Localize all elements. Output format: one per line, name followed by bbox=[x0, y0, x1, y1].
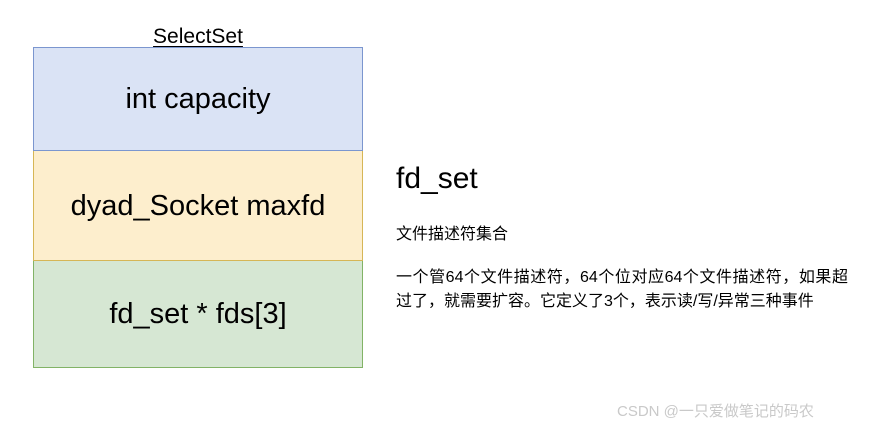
struct-field-maxfd-label: dyad_Socket maxfd bbox=[70, 189, 326, 222]
note-block: fd_set 文件描述符集合 一个管64个文件描述符，64个位对应64个文件描述… bbox=[396, 160, 858, 313]
note-body: 一个管64个文件描述符，64个位对应64个文件描述符，如果超过了，就需要扩容。它… bbox=[396, 269, 848, 310]
struct-title: SelectSet bbox=[153, 25, 243, 48]
note-heading: fd_set bbox=[396, 162, 478, 195]
note-subtitle: 文件描述符集合 bbox=[396, 226, 509, 243]
struct-box: int capacity dyad_Socket maxfd fd_set * … bbox=[33, 47, 363, 368]
struct-field-maxfd: dyad_Socket maxfd bbox=[33, 151, 363, 261]
struct-field-capacity: int capacity bbox=[33, 47, 363, 151]
struct-field-capacity-label: int capacity bbox=[125, 83, 271, 115]
struct-field-fds-label: fd_set * fds[3] bbox=[109, 298, 287, 330]
struct-field-fds: fd_set * fds[3] bbox=[33, 261, 363, 368]
watermark: CSDN @一只爱做笔记的码农 bbox=[617, 403, 814, 420]
